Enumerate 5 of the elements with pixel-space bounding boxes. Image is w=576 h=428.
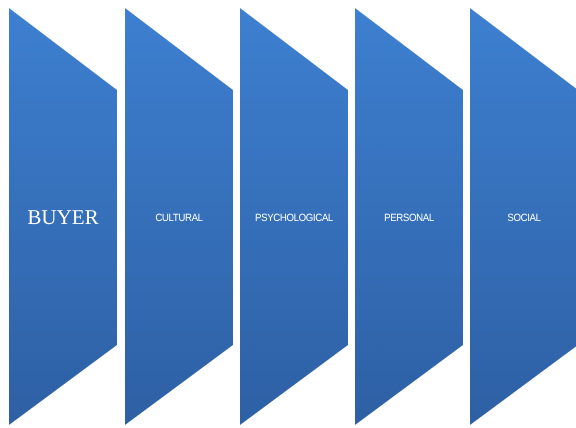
chevron-label: CULTURAL bbox=[154, 211, 204, 226]
chevron-label: BUYER bbox=[26, 207, 100, 227]
chevron-label: PERSONAL bbox=[383, 211, 435, 226]
chevron-label: SOCIAL bbox=[506, 211, 542, 226]
chevron-label: PSYCHOLOGICAL bbox=[254, 211, 334, 226]
